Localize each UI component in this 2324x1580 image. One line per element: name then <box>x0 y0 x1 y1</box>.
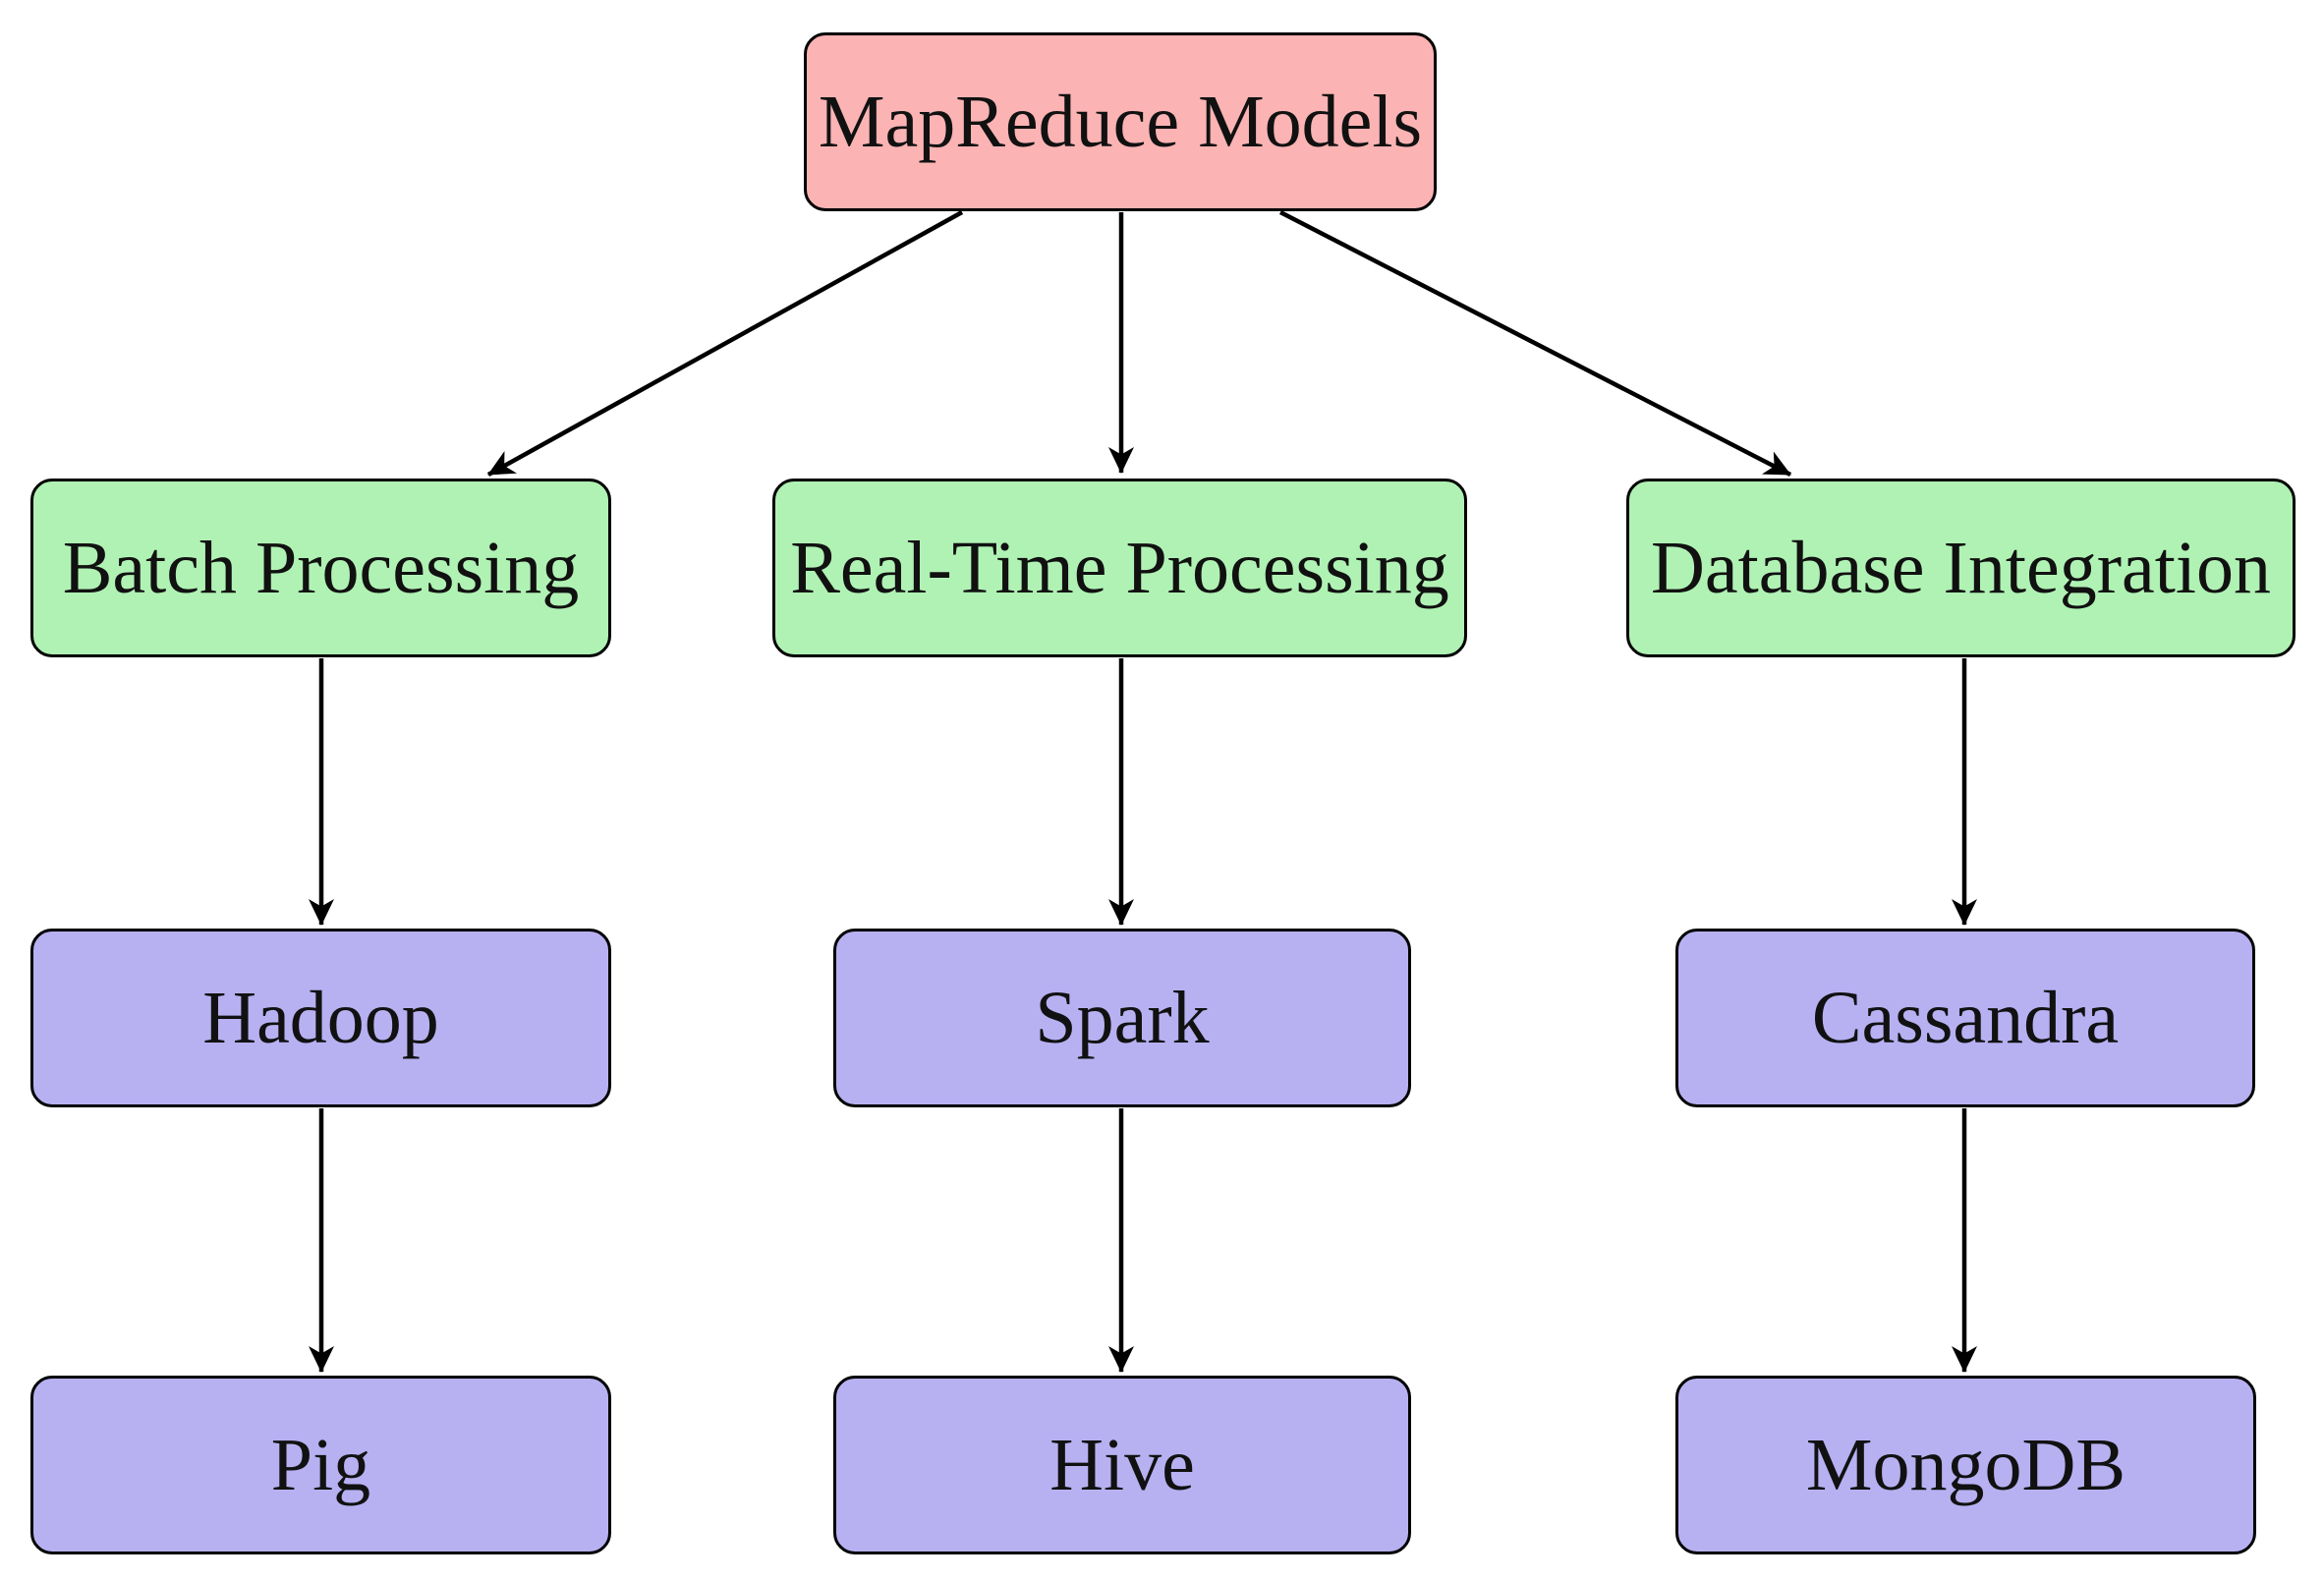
node-label: Real-Time Processing <box>790 527 1449 609</box>
edge-mapreduce-batch <box>486 210 964 477</box>
node-real-time-processing: Real-Time Processing <box>772 479 1467 657</box>
node-database-integration: Database Integration <box>1626 479 2296 657</box>
node-label: Hive <box>1049 1424 1195 1506</box>
edge-mapreduce-database <box>1278 209 1792 478</box>
node-label: MongoDB <box>1805 1424 2126 1506</box>
node-spark: Spark <box>833 929 1411 1107</box>
node-cassandra: Cassandra <box>1675 929 2255 1107</box>
node-mongodb: MongoDB <box>1675 1376 2256 1554</box>
node-label: Cassandra <box>1811 977 2120 1059</box>
node-label: Spark <box>1035 977 1210 1059</box>
node-label: Pig <box>270 1424 371 1506</box>
node-pig: Pig <box>30 1376 611 1554</box>
node-label: Database Integration <box>1651 527 2271 609</box>
node-hive: Hive <box>833 1376 1411 1554</box>
node-mapreduce-models: MapReduce Models <box>804 32 1437 211</box>
node-batch-processing: Batch Processing <box>30 479 611 657</box>
node-label: MapReduce Models <box>818 81 1423 163</box>
node-label: Hadoop <box>202 977 439 1059</box>
node-hadoop: Hadoop <box>30 929 611 1107</box>
node-label: Batch Processing <box>62 527 580 609</box>
